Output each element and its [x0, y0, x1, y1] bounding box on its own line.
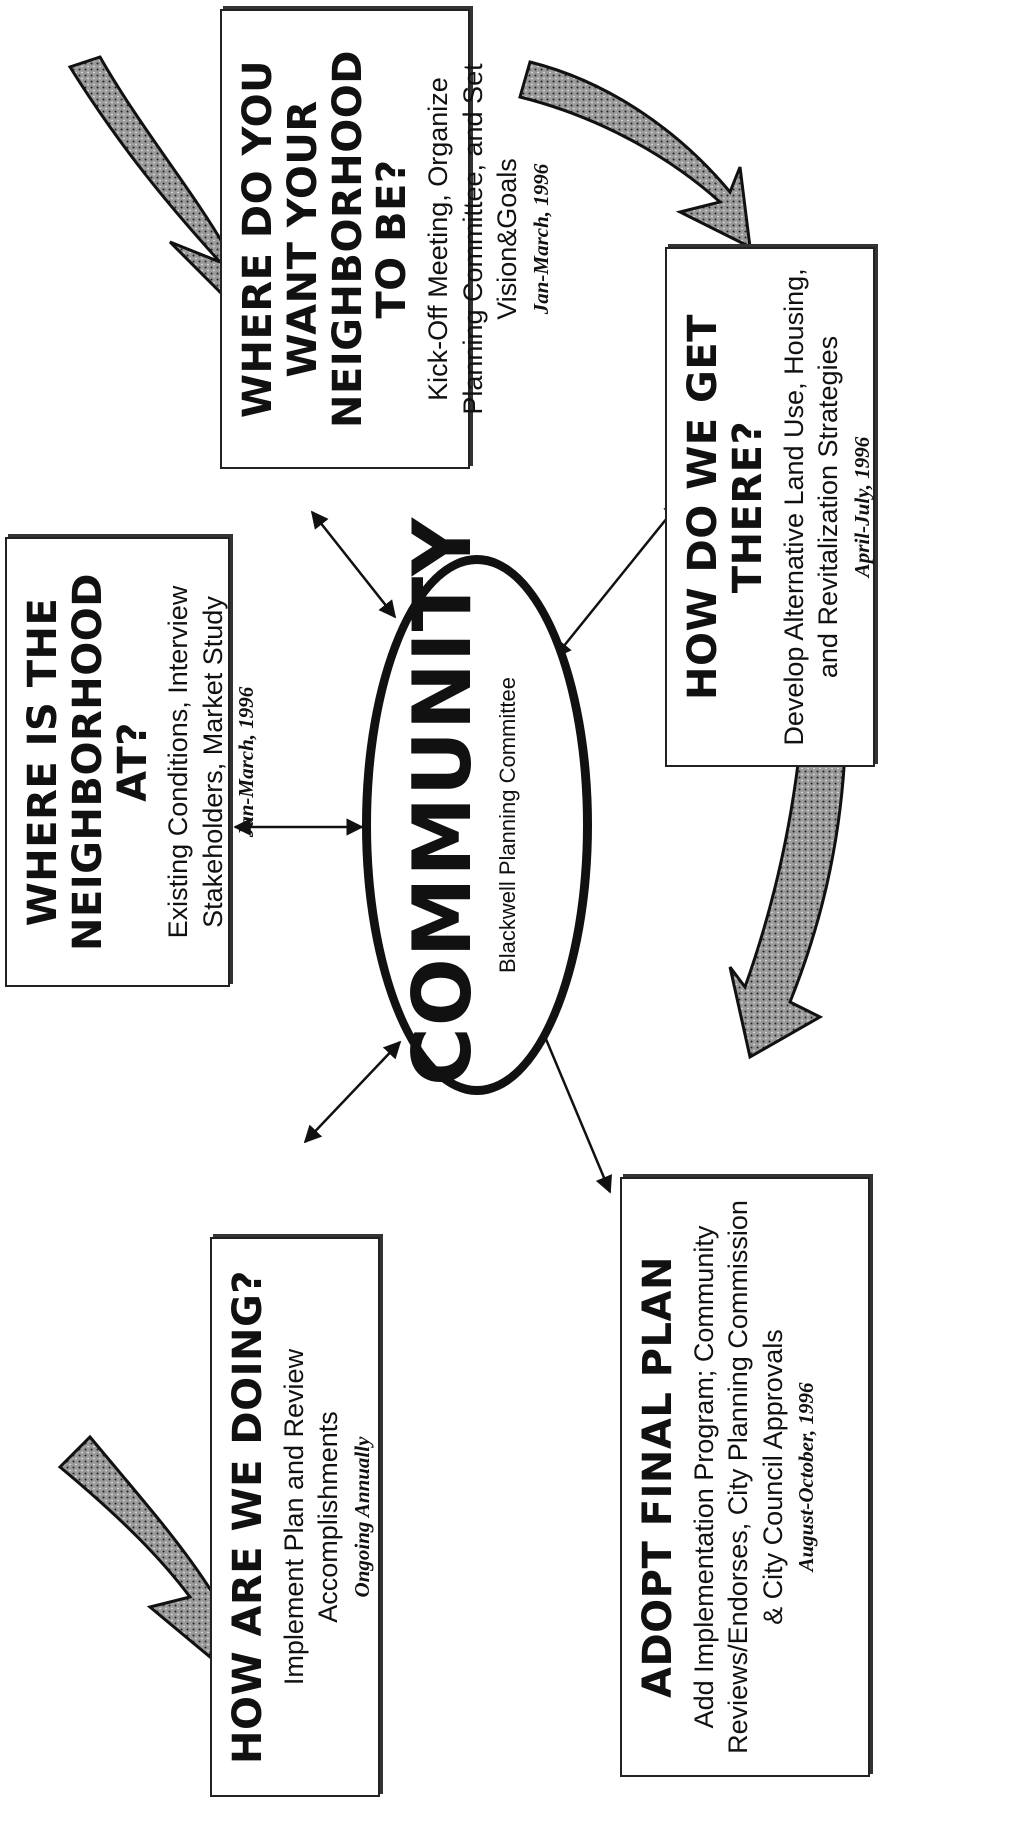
step-where-want: WHERE DO YOU WANT YOUR NEIGHBORHOOD TO B… — [220, 9, 553, 469]
community-title: COMMUNITY — [396, 516, 489, 1086]
step-adopt-description: Add Implementation Program; Community Re… — [688, 1200, 788, 1754]
step-adopt-title: ADOPT FINAL PLAN — [635, 1256, 681, 1698]
connector-how-get — [553, 500, 682, 659]
step-where-want-description: Kick-Off Meeting, Organize Planning Comm… — [423, 63, 523, 415]
connector-how-doing — [303, 1040, 402, 1144]
step-how-doing-description: Implement Plan and Review Accomplishment… — [278, 1348, 344, 1686]
step-adopt: ADOPT FINAL PLAN Add Implementation Prog… — [620, 1177, 870, 1777]
step-how-doing: HOW ARE WE DOING? Implement Plan and Rev… — [210, 1237, 380, 1797]
step-adopt-date: August-October, 1996 — [794, 1382, 819, 1572]
step-where-want-date: Jan-March, 1996 — [528, 163, 553, 315]
step-how-get-title: HOW DO WE GET THERE? — [680, 314, 771, 700]
cycle-arrow-2 — [518, 60, 752, 250]
step-how-get-date: April-July, 1996 — [849, 436, 874, 578]
step-how-get-description: Develop Alternative Land Use, Housing, a… — [778, 268, 844, 746]
step-where-at-title: WHERE IS THE NEIGHBORHOOD AT? — [20, 573, 156, 951]
step-how-get: HOW DO WE GET THERE? Develop Alternative… — [665, 247, 875, 767]
step-where-at: WHERE IS THE NEIGHBORHOOD AT? Existing C… — [5, 537, 258, 987]
step-where-want-title: WHERE DO YOU WANT YOUR NEIGHBORHOOD TO B… — [235, 50, 416, 428]
connector-where-want — [310, 510, 397, 619]
step-how-doing-date: Ongoing Annually — [349, 1436, 374, 1598]
step-where-at-date: Jan-March, 1996 — [234, 686, 259, 838]
community-subtitle: Blackwell Planning Committee — [495, 677, 520, 973]
step-where-at-description: Existing Conditions, Interview Stakehold… — [163, 585, 228, 939]
cycle-arrow-1 — [67, 55, 242, 306]
cycle-arrow-5 — [57, 1434, 233, 1660]
cycle-arrow-3 — [728, 745, 847, 1060]
community-hub: COMMUNITY Blackwell Planning Committee — [362, 516, 592, 1095]
step-how-doing-title: HOW ARE WE DOING? — [225, 1270, 271, 1765]
